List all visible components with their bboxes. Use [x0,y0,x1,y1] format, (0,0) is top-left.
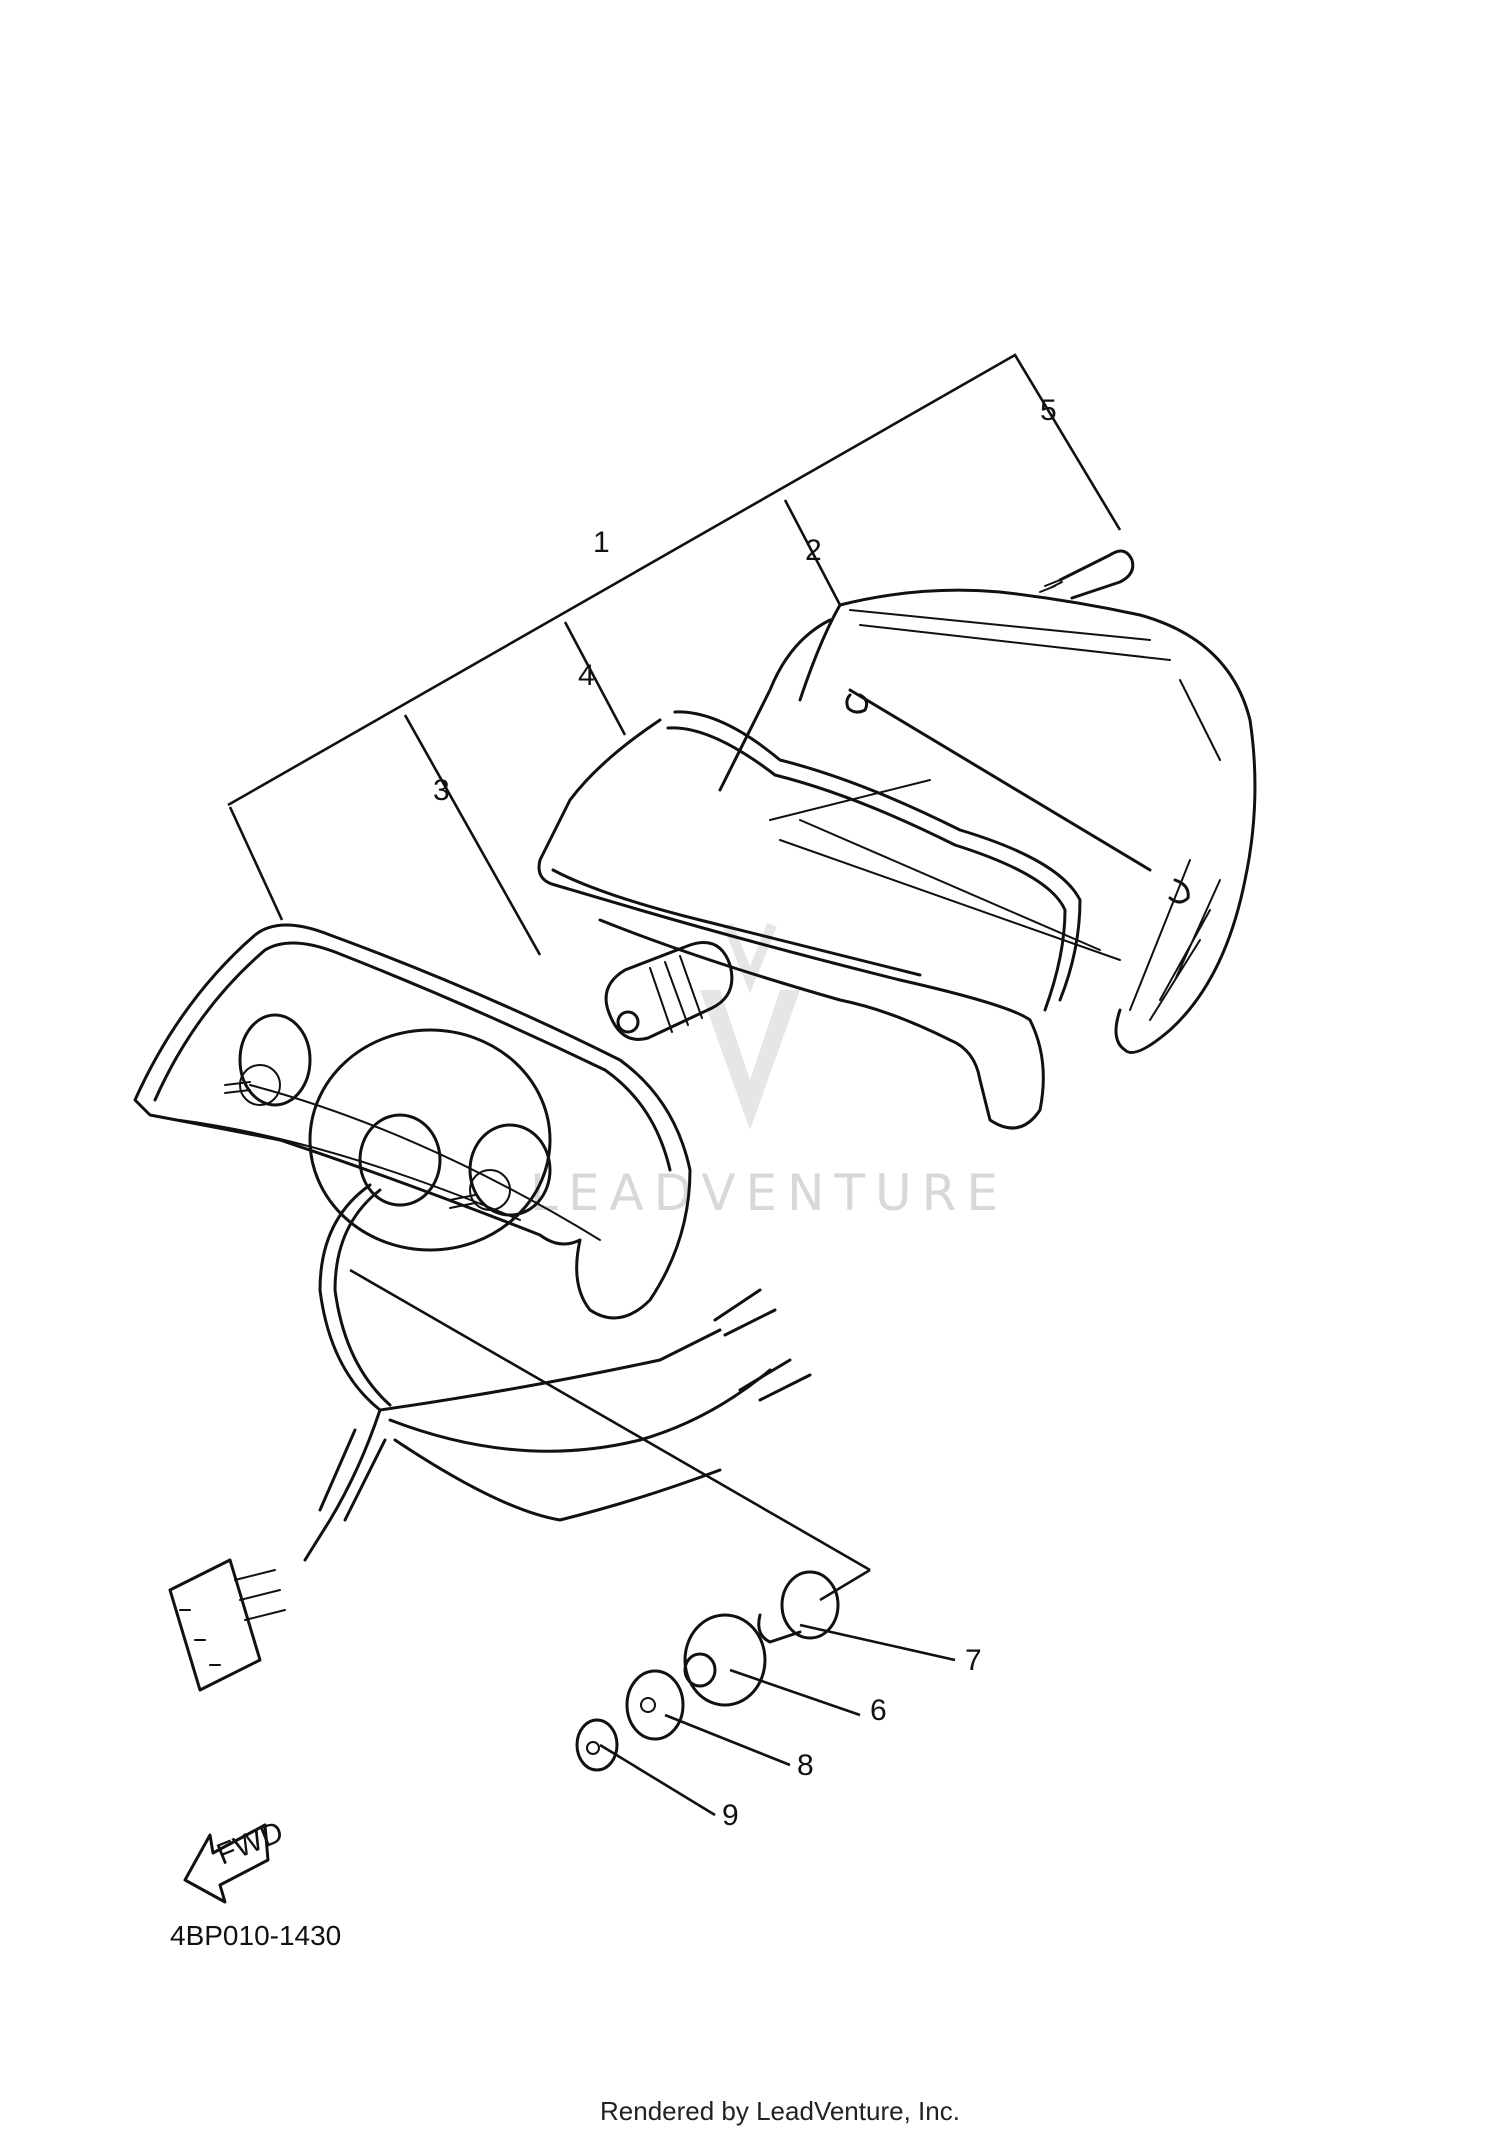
screw-part [1039,549,1135,600]
callout-leaders [227,353,1122,1817]
bulb-part [604,941,734,1041]
callout-6: 6 [870,1694,887,1727]
callout-9: 9 [722,1799,739,1832]
callout-8: 8 [797,1749,814,1782]
callout-1: 1 [593,526,610,559]
wiring-harness [168,1183,812,1692]
callout-4: 4 [578,659,595,692]
base-housing-part [133,923,692,1320]
fwd-label: FWD [212,1815,288,1871]
callout-7: 7 [965,1644,982,1677]
watermark: LEADVENTURE [530,923,1008,1222]
gasket-part [537,710,1082,1130]
lens-part [718,588,1257,1054]
callout-2: 2 [805,534,822,567]
nut-part [575,1718,619,1772]
forward-arrow-icon: FWD [183,1815,288,1904]
grommet-part [683,1613,767,1707]
collar-part [757,1570,840,1644]
washer-part [625,1669,685,1741]
callout-3: 3 [433,774,450,807]
watermark-text: LEADVENTURE [530,1164,1008,1222]
part-number-code: 4BP010-1430 [170,1920,341,1951]
callout-5: 5 [1040,394,1057,427]
footer-credit: Rendered by LeadVenture, Inc. [600,2096,960,2126]
